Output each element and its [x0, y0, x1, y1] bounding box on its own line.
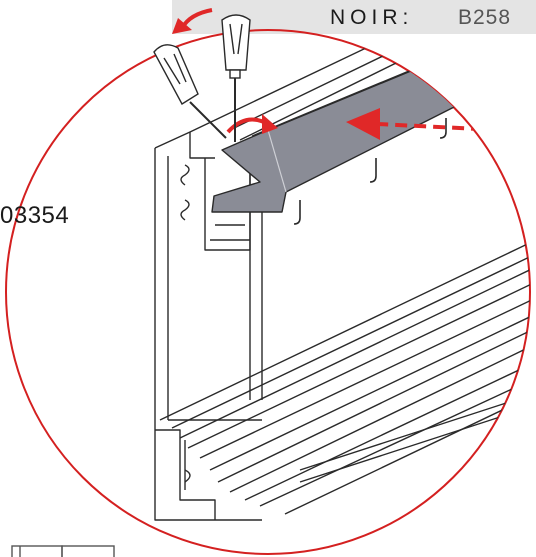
profile-section-icon: [11, 545, 115, 557]
lower-rail-profile: [159, 237, 530, 515]
frame-profile: [154, 30, 530, 521]
color-label: NOIR:: [330, 6, 414, 29]
cover-profile: [211, 53, 469, 213]
color-code: B258: [458, 6, 512, 29]
part-number: 03354: [0, 202, 70, 229]
cover-hooks: [293, 118, 447, 225]
rotate-arrow-icon: [172, 8, 213, 34]
rotate-arrow-icon: [226, 114, 278, 134]
screwdriver-icon: [221, 14, 251, 142]
screwdriver-icon: [153, 44, 227, 139]
detail-circle: [5, 29, 531, 555]
